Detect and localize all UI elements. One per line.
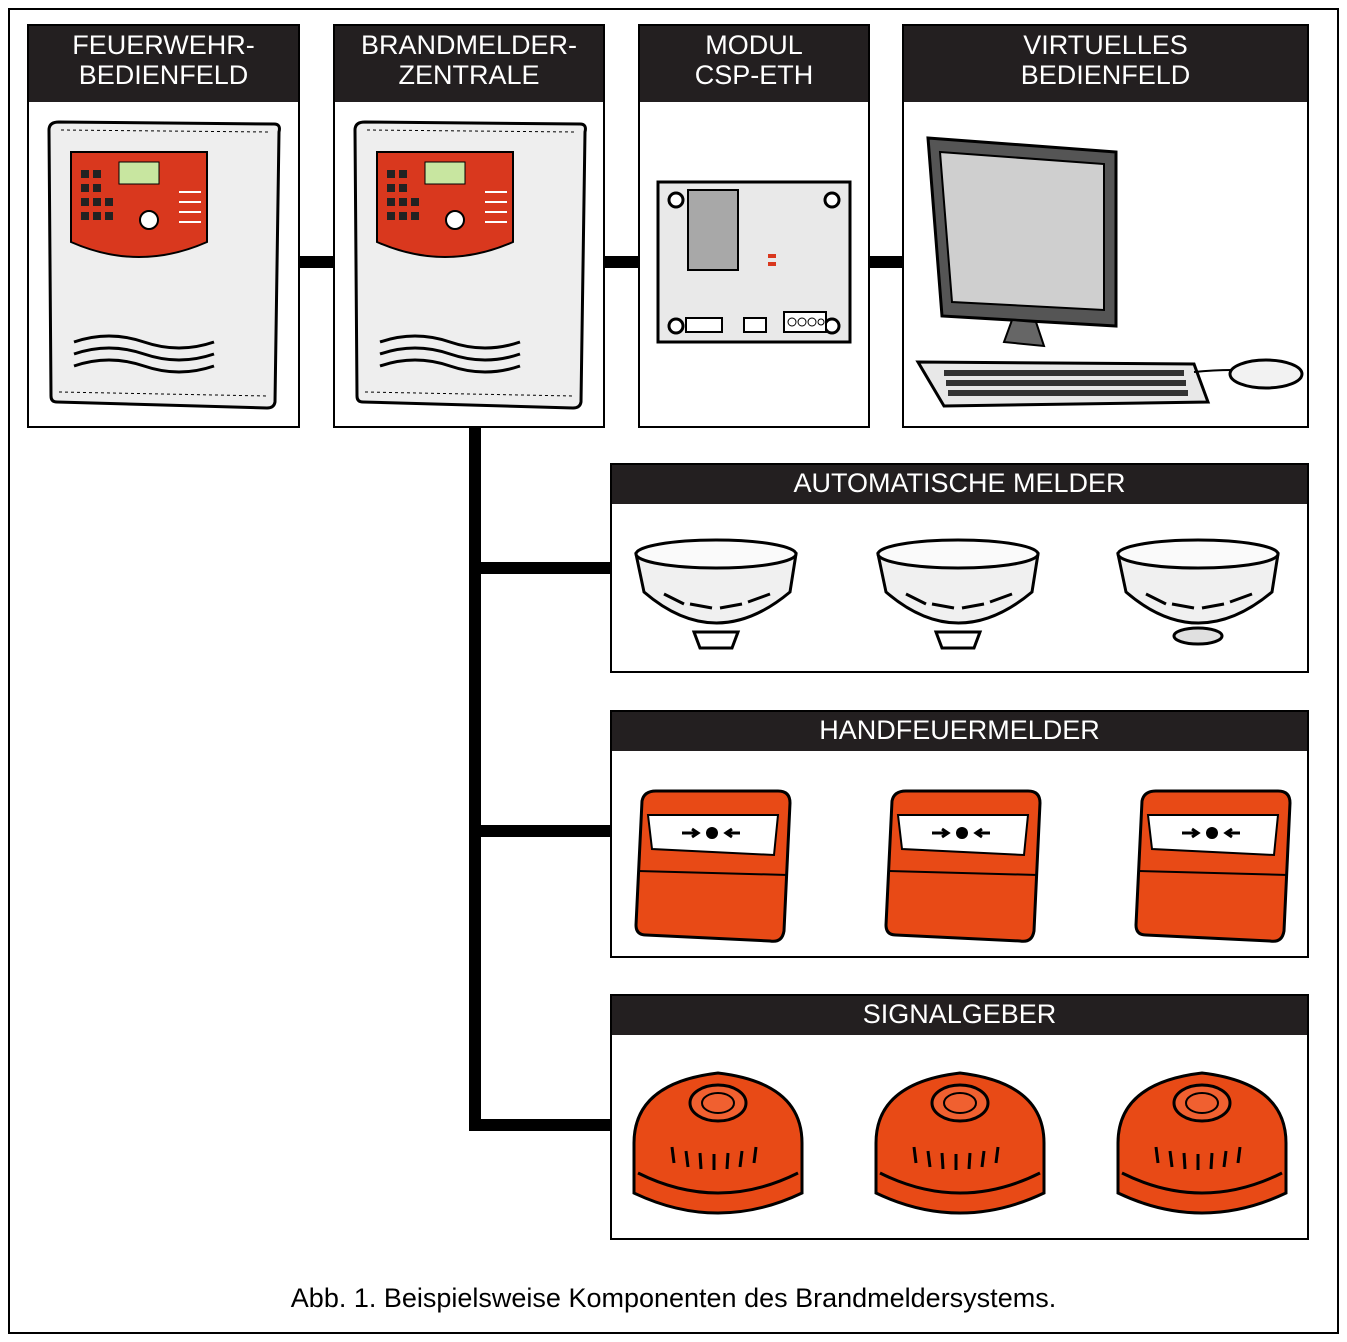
module-box: MODUL CSP-ETH <box>638 24 870 428</box>
module-label-1: MODUL <box>705 30 803 60</box>
control-panel-label-1: BRANDMELDER- <box>360 30 578 60</box>
automatic-detector-images <box>634 538 1280 650</box>
sounders-header: SIGNALGEBER <box>612 996 1307 1035</box>
virtual-panel-label-2: BEDIENFELD <box>1020 60 1191 90</box>
computer-image <box>915 136 1304 408</box>
automatic-detectors-title: AUTOMATISCHE MELDER <box>793 468 1126 498</box>
manual-call-point-images <box>634 789 1292 943</box>
automatic-detectors-box: AUTOMATISCHE MELDER <box>610 463 1309 673</box>
control-panel-device-image <box>353 120 587 410</box>
manual-call-point-2 <box>884 789 1042 943</box>
fire-brigade-panel-header: FEUERWEHR- BEDIENFELD <box>29 26 298 102</box>
smoke-detector-1 <box>634 538 798 650</box>
manual-call-point-1 <box>634 789 792 943</box>
fire-brigade-panel-label-2: BEDIENFELD <box>78 60 249 90</box>
sounder-3 <box>1116 1071 1288 1215</box>
module-label-2: CSP-ETH <box>694 60 814 90</box>
manual-call-points-box: HANDFEUERMELDER <box>610 710 1309 958</box>
heat-detector <box>1116 538 1280 646</box>
sounder-2 <box>874 1071 1046 1215</box>
sounders-box: SIGNALGEBER <box>610 994 1309 1240</box>
sounders-title: SIGNALGEBER <box>862 999 1057 1029</box>
sounder-1 <box>632 1071 804 1215</box>
fire-panel-device-image <box>47 120 281 410</box>
control-panel-label-2: ZENTRALE <box>398 60 540 90</box>
sounder-images <box>632 1071 1288 1215</box>
fire-brigade-panel-box: FEUERWEHR- BEDIENFELD <box>27 24 300 428</box>
automatic-detectors-header: AUTOMATISCHE MELDER <box>612 465 1307 504</box>
figure-caption: Abb. 1. Beispielsweise Komponenten des B… <box>290 1283 1057 1313</box>
module-header: MODUL CSP-ETH <box>640 26 868 102</box>
virtual-panel-box: VIRTUELLES BEDIENFELD <box>902 24 1309 428</box>
module-device-image <box>656 180 852 344</box>
control-panel-box: BRANDMELDER- ZENTRALE <box>333 24 605 428</box>
virtual-panel-label-1: VIRTUELLES <box>1023 30 1188 60</box>
manual-call-points-title: HANDFEUERMELDER <box>819 715 1100 745</box>
fire-brigade-panel-label-1: FEUERWEHR- <box>72 30 255 60</box>
control-panel-header: BRANDMELDER- ZENTRALE <box>335 26 603 102</box>
virtual-panel-header: VIRTUELLES BEDIENFELD <box>904 26 1307 102</box>
manual-call-point-3 <box>1134 789 1292 943</box>
smoke-detector-2 <box>876 538 1040 650</box>
manual-call-points-header: HANDFEUERMELDER <box>612 712 1307 751</box>
